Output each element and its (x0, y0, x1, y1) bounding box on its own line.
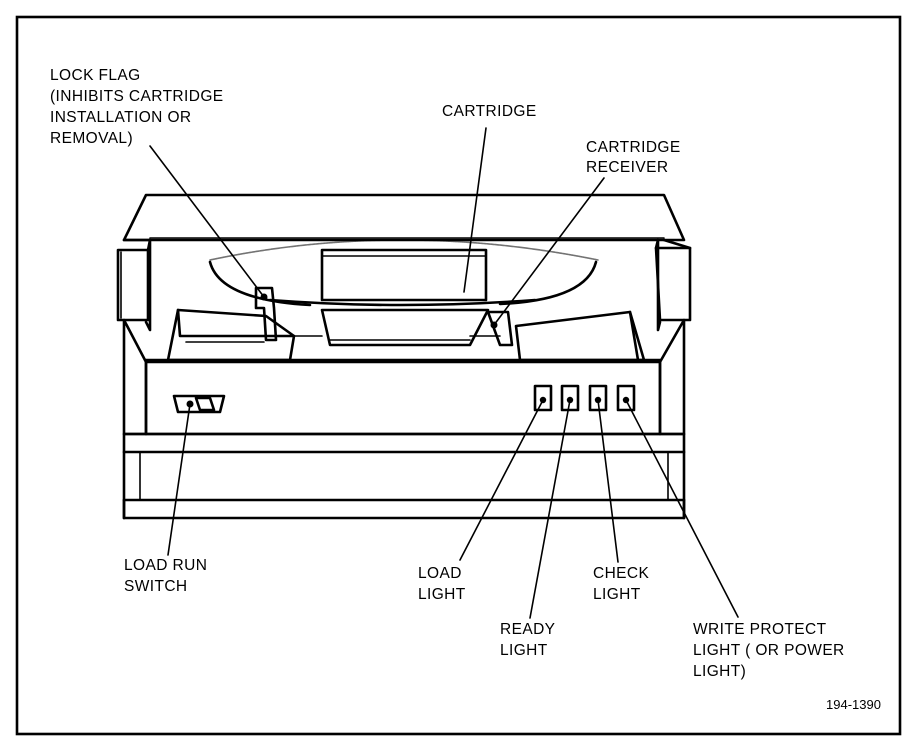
svg-text:CARTRIDGE: CARTRIDGE (442, 103, 537, 120)
indicator-lights (533, 384, 636, 412)
svg-text:LOAD: LOAD (418, 565, 462, 582)
svg-text:LIGHT ( OR POWER: LIGHT ( OR POWER (693, 642, 845, 659)
cartridge-receiver-label: CARTRIDGE RECEIVER (586, 139, 681, 176)
svg-text:READY: READY (500, 621, 555, 638)
figure-frame (15, 15, 902, 736)
ready-light-leader (529, 399, 571, 619)
load-light-label: LOAD LIGHT (418, 565, 466, 603)
svg-text:WRITE PROTECT: WRITE PROTECT (693, 621, 827, 638)
svg-text:CARTRIDGE: CARTRIDGE (586, 139, 681, 156)
lock-flag-leader (149, 145, 265, 298)
load-run-switch (172, 394, 226, 414)
tape-drive-illustration (116, 193, 692, 520)
svg-text:LIGHT: LIGHT (418, 586, 466, 603)
svg-text:RECEIVER: RECEIVER (586, 159, 668, 176)
cartridge-label: CARTRIDGE (442, 103, 537, 120)
load-light-leader (459, 399, 544, 561)
svg-text:(INHIBITS CARTRIDGE: (INHIBITS CARTRIDGE (50, 88, 224, 105)
svg-text:LIGHT): LIGHT) (693, 663, 746, 680)
write-protect-light-leader (625, 399, 739, 618)
lock-flag (254, 286, 278, 342)
svg-text:LOAD RUN: LOAD RUN (124, 557, 207, 574)
left-side-post (116, 238, 152, 332)
leader-lines (149, 127, 739, 619)
check-light-label: CHECK LIGHT (593, 565, 650, 603)
svg-text:CHECK: CHECK (593, 565, 650, 582)
write-protect-light-label: WRITE PROTECT LIGHT ( OR POWER LIGHT) (693, 621, 845, 680)
svg-text:LIGHT: LIGHT (500, 642, 548, 659)
ready-light-label: READY LIGHT (500, 621, 555, 659)
check-light-leader (597, 399, 619, 563)
cartridge (208, 248, 598, 347)
svg-text:INSTALLATION OR: INSTALLATION OR (50, 109, 192, 126)
write-protect-light-indicator (616, 384, 636, 412)
svg-text:LIGHT: LIGHT (593, 586, 641, 603)
cartridge-receiver-leader (493, 177, 605, 326)
right-side-post (654, 238, 692, 332)
lock-flag-label: LOCK FLAG (INHIBITS CARTRIDGE INSTALLATI… (50, 67, 224, 147)
load-run-switch-leader (167, 403, 191, 556)
svg-text:REMOVAL): REMOVAL) (50, 130, 133, 147)
figure-number: 194-1390 (826, 697, 881, 712)
load-run-switch-label: LOAD RUN SWITCH (124, 557, 207, 595)
ready-light-indicator (560, 384, 580, 412)
cartridge-leader (463, 127, 487, 293)
svg-text:LOCK FLAG: LOCK FLAG (50, 67, 141, 84)
load-light-indicator (533, 384, 553, 412)
svg-text:SWITCH: SWITCH (124, 578, 188, 595)
